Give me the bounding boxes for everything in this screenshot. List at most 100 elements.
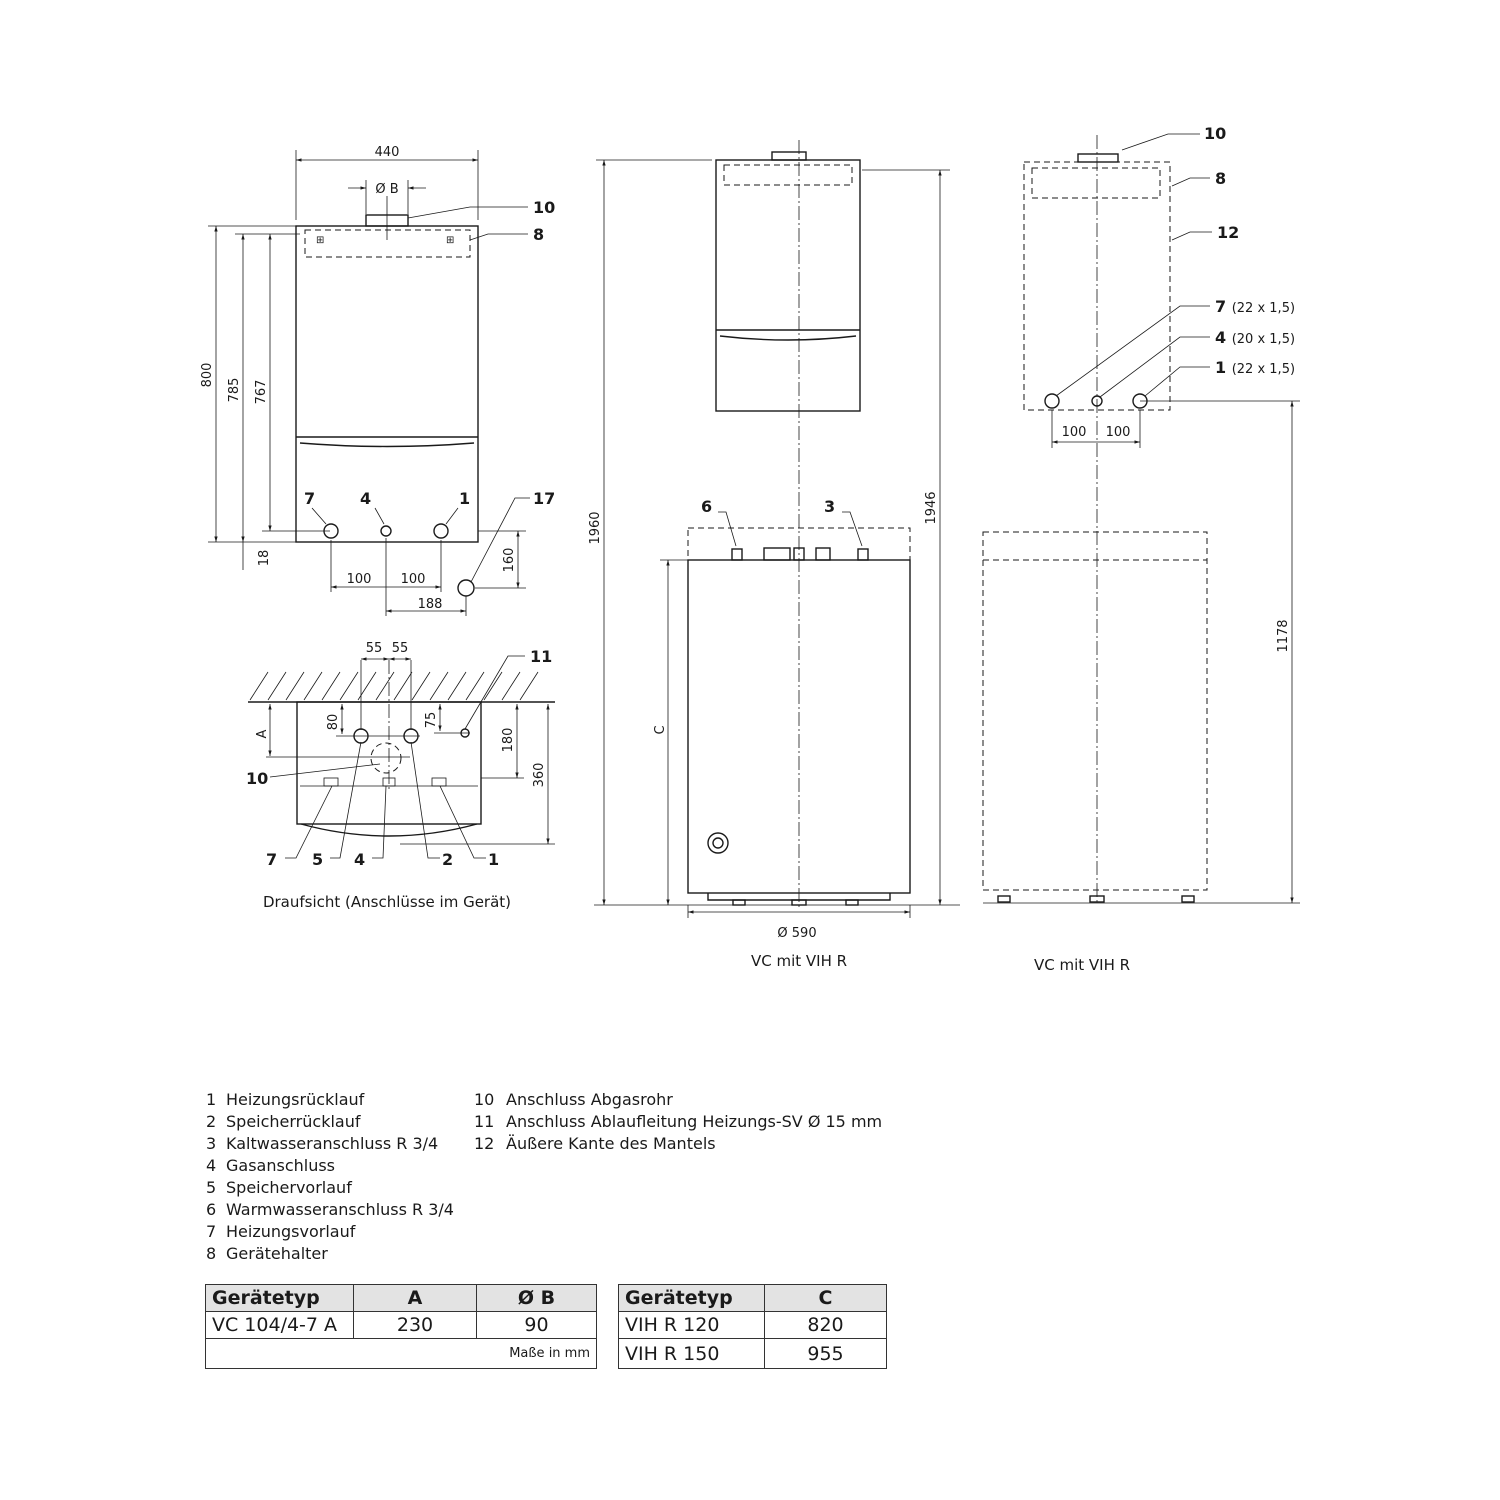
connection-1: [433, 523, 449, 539]
dim-100-right-side: 100: [1106, 425, 1131, 440]
dim-a: A: [255, 729, 270, 738]
dim-spacing-100-right: 100: [401, 572, 426, 587]
legend-item: 5 Speichervorlauf: [206, 1177, 454, 1199]
device-table-c: Gerätetyp C VIH R 120 820 VIH R 150 955: [618, 1284, 887, 1369]
table-header: A: [353, 1284, 477, 1312]
callout-10-side: 10: [1204, 124, 1226, 143]
legend-num: 6: [206, 1200, 217, 1219]
units-note: Maße in mm: [205, 1338, 597, 1369]
legend-text: Speichervorlauf: [226, 1178, 352, 1197]
legend-num: 3: [206, 1134, 217, 1153]
svg-text:4 (20 x 1,5): 4 (20 x 1,5): [1215, 328, 1295, 347]
table-cell: VIH R 120: [618, 1311, 765, 1339]
dim-height-800: 800: [200, 363, 215, 388]
callout-8-side: 8: [1215, 169, 1226, 188]
legend-text: Gerätehalter: [226, 1244, 328, 1263]
legend-text: Speicherrücklauf: [226, 1112, 361, 1131]
callout-7-top: 7: [266, 850, 277, 869]
dim-100-left-side: 100: [1062, 425, 1087, 440]
callout-7-side: 7: [1215, 297, 1226, 316]
dim-55-left: 55: [366, 641, 383, 656]
dim-55-right: 55: [392, 641, 409, 656]
dim-80: 80: [326, 714, 341, 731]
legend-item: 6 Warmwasseranschluss R 3/4: [206, 1199, 454, 1221]
legend-num: 12: [474, 1134, 495, 1153]
table-header-row: Gerätetyp C: [618, 1284, 887, 1312]
device-table-a-b: Gerätetyp A Ø B VC 104/4-7 A 230 90 Maße…: [205, 1284, 597, 1369]
legend-item: 12 Äußere Kante des Mantels: [474, 1133, 882, 1155]
table-cell: 230: [353, 1311, 477, 1339]
callout-17: 17: [533, 489, 555, 508]
pipe-size-1: (22 x 1,5): [1232, 362, 1295, 377]
legend-text: Warmwasseranschluss R 3/4: [226, 1200, 454, 1219]
callout-4-top: 4: [354, 850, 365, 869]
legend-num: 5: [206, 1178, 217, 1197]
legend-num: 11: [474, 1112, 495, 1131]
legend-text: Kaltwasseranschluss R 3/4: [226, 1134, 439, 1153]
dim-spacing-100-left: 100: [347, 572, 372, 587]
dim-75: 75: [424, 712, 439, 729]
combined-view: 1960 1946 C Ø 590 6 3 VC mit VIH R: [588, 140, 960, 970]
callout-2-top: 2: [442, 850, 453, 869]
pipe-size-4: (20 x 1,5): [1232, 332, 1295, 347]
dim-height-18: 18: [257, 550, 272, 567]
svg-text:⊞: ⊞: [316, 235, 324, 246]
table-row: VIH R 150 955: [618, 1338, 887, 1369]
table-row: VIH R 120 820: [618, 1311, 887, 1339]
callout-10-top: 10: [246, 769, 268, 788]
side-view: 100 100 1178 10 8 12 7 (22 x 1,5) 4 (20 …: [982, 124, 1300, 974]
table-header: Gerätetyp: [618, 1284, 765, 1312]
legend-item: 3 Kaltwasseranschluss R 3/4: [206, 1133, 454, 1155]
pipe-size-7: (22 x 1,5): [1232, 301, 1295, 316]
legend-text: Heizungsrücklauf: [226, 1090, 365, 1109]
dim-height-160: 160: [502, 548, 517, 573]
callout-8: 8: [533, 225, 544, 244]
callout-11: 11: [530, 647, 552, 666]
legend-num: 1: [206, 1090, 217, 1109]
callout-12: 12: [1217, 223, 1239, 242]
dim-360: 360: [532, 763, 547, 788]
legend-num: 2: [206, 1112, 217, 1131]
callout-1: 1: [459, 489, 470, 508]
table-note-row: Maße in mm: [205, 1338, 597, 1369]
callout-6: 6: [701, 497, 712, 516]
callout-4: 4: [360, 489, 371, 508]
dim-1946: 1946: [924, 491, 939, 524]
dim-height-767: 767: [254, 380, 269, 405]
legend-list: 1 Heizungsrücklauf 2 Speicherrücklauf 3 Kal…: [206, 1089, 454, 1265]
table-row: VC 104/4-7 A 230 90: [205, 1311, 597, 1339]
legend-num: 4: [206, 1156, 217, 1175]
svg-text:⊞: ⊞: [446, 235, 454, 246]
connection-4: [380, 525, 392, 537]
legend-text: Gasanschluss: [226, 1156, 336, 1175]
table-header: Gerätetyp: [205, 1284, 354, 1312]
dim-diameter-590: Ø 590: [777, 926, 816, 941]
table-cell: VIH R 150: [618, 1338, 765, 1369]
legend-item: 1 Heizungsrücklauf: [206, 1089, 454, 1111]
boiler-body: [295, 225, 479, 543]
top-view-caption: Draufsicht (Anschlüsse im Gerät): [263, 893, 511, 911]
svg-text:1 (22 x 1,5): 1 (22 x 1,5): [1215, 358, 1295, 377]
callout-1-side: 1: [1215, 358, 1226, 377]
table-cell: 820: [764, 1311, 887, 1339]
top-view: 55 55 80 75 A 180 360 11 10 7 5 4 2 1 Dr…: [246, 641, 555, 911]
dim-flue-diameter: Ø B: [375, 182, 398, 197]
legend-item: 2 Speicherrücklauf: [206, 1111, 454, 1133]
legend-item: 4 Gasanschluss: [206, 1155, 454, 1177]
svg-text:7 (22 x 1,5): 7 (22 x 1,5): [1215, 297, 1295, 316]
legend-item: 11 Anschluss Ablaufleitung Heizungs-SV Ø …: [474, 1111, 882, 1133]
technical-drawing: ⊞⊞ 440 Ø B 800 785 767 18 100 100 188 16…: [200, 124, 1300, 974]
front-view: ⊞⊞ 440 Ø B 800 785 767 18 100 100 188 16…: [200, 145, 555, 616]
table-cell: 90: [476, 1311, 597, 1339]
legend-text: Anschluss Ablaufleitung Heizungs-SV Ø 15…: [506, 1112, 883, 1131]
callout-1-top: 1: [488, 850, 499, 869]
bracket-outline: [304, 229, 471, 258]
callout-5-top: 5: [312, 850, 323, 869]
legend-text: Äußere Kante des Mantels: [506, 1134, 716, 1153]
side-view-caption: VC mit VIH R: [1034, 956, 1130, 974]
combined-view-caption: VC mit VIH R: [751, 952, 847, 970]
